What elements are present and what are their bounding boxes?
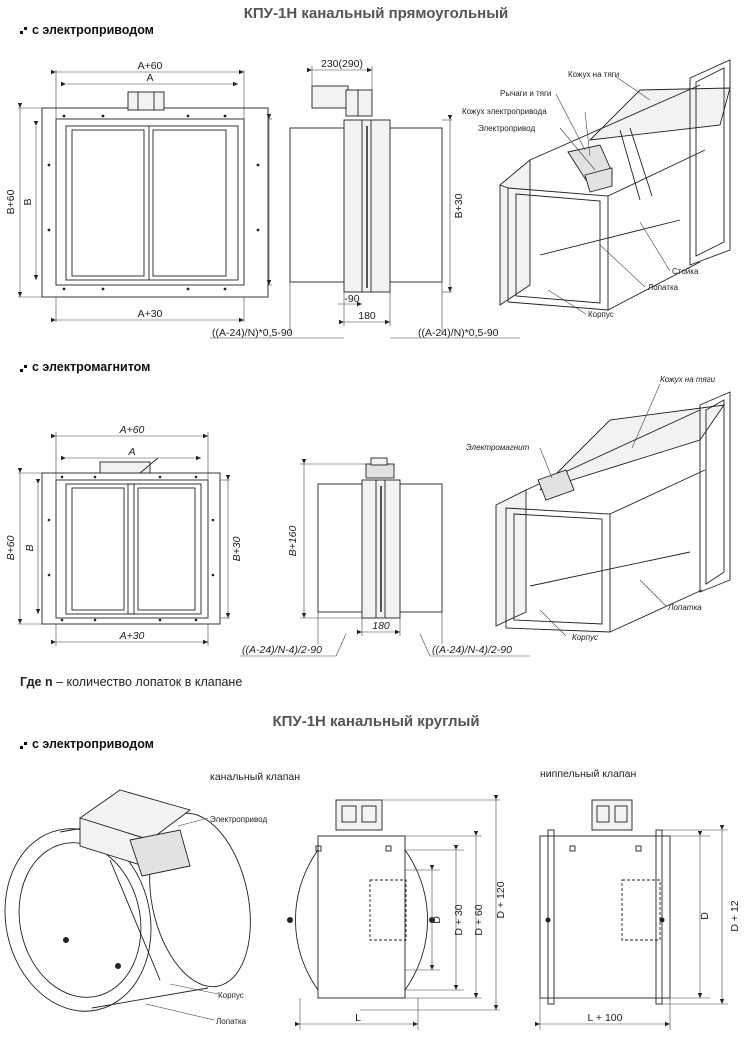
note-text: Где n – количество лопаток в клапане xyxy=(20,675,242,689)
magnet-front-view xyxy=(17,432,231,646)
dim-a60: A+60 xyxy=(119,424,145,436)
motor-iso-view xyxy=(499,59,731,315)
label-rods-cover-magnet: Кожух на тяги xyxy=(660,375,716,384)
dim-d: D xyxy=(431,916,443,924)
label-magnet: Электромагнит xyxy=(466,443,530,452)
label-drive-cover: Кожух электропривода xyxy=(462,107,547,116)
dim-a60: A+60 xyxy=(138,60,163,72)
dim-b30: B+30 xyxy=(231,536,243,561)
dim-d-nipple: D xyxy=(699,912,711,920)
dim-b30: B+30 xyxy=(453,193,465,218)
motor-front-view xyxy=(17,69,272,323)
label-drive-round: Электропривод xyxy=(210,815,267,824)
formula-right: ((A-24)/N)*0,5-90 xyxy=(418,327,499,339)
dim-b60: B+60 xyxy=(5,535,17,560)
dim-a30: A+30 xyxy=(138,308,163,320)
label-body-magnet: Корпус xyxy=(572,633,598,642)
label-duct-valve: канальный клапан xyxy=(210,771,300,783)
dim-a: A xyxy=(146,72,153,84)
magnet-iso-view xyxy=(495,383,731,637)
title-round: КПУ-1Н канальный круглый xyxy=(272,713,479,730)
dim-a30: A+30 xyxy=(119,630,145,642)
label-blade: Лопатка xyxy=(648,283,679,292)
label-levers: Рычаги и тяги xyxy=(500,89,551,98)
dim-b: B xyxy=(22,198,34,205)
formula-right-magnet: ((A-24)/N-4)/2-90 xyxy=(432,644,512,656)
label-drive: Электропривод xyxy=(478,124,535,133)
label-blade-magnet: Лопатка xyxy=(667,603,702,612)
formula-left-magnet: ((A-24)/N-4)/2-90 xyxy=(242,644,322,656)
dim-d120: D + 120 xyxy=(495,881,507,918)
subtitle-motor-2: с электроприводом xyxy=(32,737,154,751)
bullet-icon xyxy=(20,365,27,372)
subtitle-magnet: с электромагнитом xyxy=(32,360,150,374)
dim-l100: L + 100 xyxy=(588,1012,623,1024)
label-rods-cover: Кожух на тяги xyxy=(568,70,619,79)
round-duct-side-view xyxy=(287,795,500,1030)
formula-left: ((A-24)/N)*0,5-90 xyxy=(212,327,293,339)
dim-l: L xyxy=(355,1012,361,1024)
dim-b60: B+60 xyxy=(5,189,17,214)
dim-a: A xyxy=(127,446,135,458)
dim-w180: 180 xyxy=(372,620,390,632)
dim-b160: B+160 xyxy=(287,526,299,557)
dim-d60: D + 60 xyxy=(473,904,485,935)
round-iso-view xyxy=(4,789,251,1021)
subtitle-motor-1: с электроприводом xyxy=(32,23,154,37)
dim-d30: D + 30 xyxy=(453,904,465,935)
dim-w230: 230(290) xyxy=(321,58,363,70)
dim-w180: 180 xyxy=(358,310,376,322)
note-bold: Где n xyxy=(20,675,53,689)
label-body: Корпус xyxy=(588,310,614,319)
label-nipple-valve: ниппельный клапан xyxy=(540,768,636,780)
bullet-icon xyxy=(20,742,27,749)
label-post: Стойка xyxy=(672,267,699,276)
label-blade-round: Лопатка xyxy=(216,1017,247,1026)
note-rest: – количество лопаток в клапане xyxy=(53,675,243,689)
dim-b: B xyxy=(24,544,36,551)
round-nipple-side-view xyxy=(535,799,728,1030)
motor-side-view xyxy=(210,66,520,339)
label-body-round: Корпус xyxy=(218,991,244,1000)
bullet-icon xyxy=(20,27,27,34)
title-rect: КПУ-1Н канальный прямоугольный xyxy=(244,5,509,22)
dim-m90: -90 xyxy=(344,293,359,305)
magnet-side-view xyxy=(240,457,530,657)
dim-d12: D + 12 xyxy=(729,900,741,931)
